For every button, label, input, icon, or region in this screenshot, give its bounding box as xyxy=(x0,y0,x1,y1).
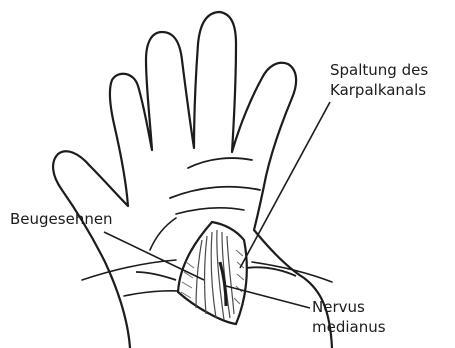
leader-karpal-split xyxy=(240,102,330,268)
label-karpal-split-line2: Karpalkanals xyxy=(330,80,428,100)
palm-crease-lower xyxy=(176,208,244,214)
label-karpal-split: Spaltung des Karpalkanals xyxy=(330,60,428,100)
palm-crease-upper xyxy=(188,158,252,168)
label-median-nerve-line1: Nervus xyxy=(312,297,386,317)
palm-crease-middle xyxy=(170,187,260,198)
incision-site xyxy=(136,222,296,324)
label-median-nerve-line2: medianus xyxy=(312,317,386,337)
label-median-nerve: Nervus medianus xyxy=(312,297,386,337)
label-flexor-tendons: Beugesehnen xyxy=(10,209,113,229)
wrist-line-left xyxy=(82,260,176,280)
thenar-crease xyxy=(150,218,176,250)
wrist-line-right xyxy=(252,262,332,282)
label-karpal-split-line1: Spaltung des xyxy=(330,60,428,80)
